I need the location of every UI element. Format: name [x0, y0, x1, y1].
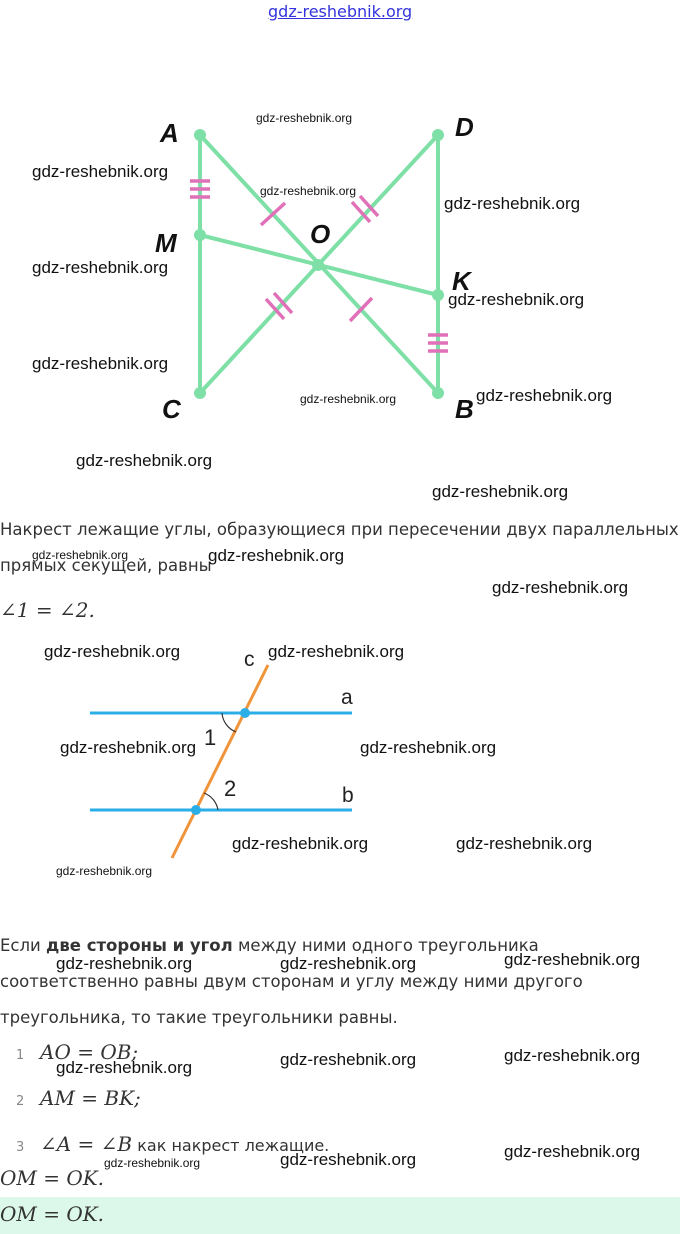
answer-box: OM = OK.	[0, 1197, 680, 1234]
watermark: gdz-reshebnik.org	[300, 392, 397, 406]
intersection-a	[240, 708, 250, 718]
angle-2-arc	[203, 792, 219, 811]
watermark: gdz-reshebnik.org	[504, 950, 641, 969]
watermark: gdz-reshebnik.org	[456, 834, 593, 853]
watermark: gdz-reshebnik.org	[76, 451, 213, 470]
watermark: gdz-reshebnik.org	[432, 482, 569, 501]
point-d	[432, 129, 444, 141]
label-c: c	[244, 648, 255, 671]
step-formula: AO = OB;	[40, 1040, 139, 1064]
label-o: O	[310, 219, 330, 249]
step-number: 2	[16, 1094, 25, 1109]
label-angle-2: 2	[224, 776, 236, 801]
watermark: gdz-reshebnik.org	[268, 642, 405, 661]
watermark: gdz-reshebnik.org	[56, 954, 193, 973]
watermark: gdz-reshebnik.org	[476, 386, 613, 405]
watermark: gdz-reshebnik.org	[232, 834, 369, 853]
watermark: gdz-reshebnik.org	[44, 642, 181, 661]
watermark: gdz-reshebnik.org	[260, 184, 357, 198]
watermark: gdz-reshebnik.org	[32, 548, 129, 562]
label-a: a	[341, 686, 353, 709]
watermark: gdz-reshebnik.org	[280, 1150, 417, 1169]
label-angle-1: 1	[204, 725, 216, 750]
angle-1-arc	[221, 712, 237, 733]
label-k: K	[452, 266, 473, 296]
watermark: gdz-reshebnik.org	[104, 1156, 201, 1170]
watermark: gdz-reshebnik.org	[504, 1142, 641, 1161]
step-formula: ∠A = ∠B	[40, 1132, 133, 1156]
figure-triangles: A D M O K C B	[155, 112, 474, 424]
formula-angles: ∠1 = ∠2.	[0, 598, 95, 622]
watermark: gdz-reshebnik.org	[208, 546, 345, 565]
watermark: gdz-reshebnik.org	[280, 1050, 417, 1069]
label-b: b	[342, 784, 354, 807]
watermark: gdz-reshebnik.org	[360, 738, 497, 757]
step-number: 3	[16, 1140, 25, 1155]
watermark: gdz-reshebnik.org	[32, 354, 169, 373]
point-a	[194, 129, 206, 141]
point-o	[312, 259, 324, 271]
watermark: gdz-reshebnik.org	[32, 162, 169, 181]
label-b: B	[455, 394, 474, 424]
step-formula: AM = BK;	[40, 1086, 141, 1110]
label-m: M	[155, 228, 178, 258]
rule-alternate-angles: Накрест лежащие углы, образующиеся при п…	[0, 520, 679, 575]
rule-suffix: между ними одного треугольника соответст…	[0, 936, 583, 1027]
step-1: 1 AO = OB;	[0, 1040, 138, 1064]
watermark: gdz-reshebnik.org	[256, 111, 353, 125]
point-b	[432, 387, 444, 399]
rule-bold: две стороны и угол	[46, 936, 233, 955]
watermark: gdz-reshebnik.org	[280, 954, 417, 973]
watermark: gdz-reshebnik.org	[56, 864, 153, 878]
secant-c	[170, 664, 270, 859]
conclusion: OM = OK.	[0, 1166, 105, 1190]
watermark: gdz-reshebnik.org	[56, 1058, 193, 1077]
step-2: 2 AM = BK;	[0, 1086, 141, 1110]
label-a: A	[159, 118, 179, 148]
label-c: C	[162, 394, 182, 424]
equal-ticks	[190, 179, 448, 353]
step-number: 1	[16, 1048, 25, 1063]
watermark: gdz-reshebnik.org	[448, 290, 585, 309]
answer: OM = OK.	[0, 1202, 105, 1226]
rule-prefix: Если	[0, 936, 47, 955]
point-k	[432, 289, 444, 301]
watermark: gdz-reshebnik.org	[492, 578, 629, 597]
figure-parallel-lines: c a b 1 2	[90, 648, 354, 859]
step-3: 3 ∠A = ∠B как накрест лежащие.	[0, 1132, 329, 1156]
watermark: gdz-reshebnik.org	[32, 258, 169, 277]
point-m	[194, 229, 206, 241]
step-text: как накрест лежащие.	[132, 1136, 330, 1155]
rule-sas: Если две стороны и угол между ними одног…	[0, 928, 680, 1036]
intersection-b	[191, 805, 201, 815]
watermark: gdz-reshebnik.org	[504, 1046, 641, 1065]
site-link[interactable]: gdz-reshebnik.org	[268, 2, 413, 21]
point-c	[194, 387, 206, 399]
watermark: gdz-reshebnik.org	[444, 194, 581, 213]
watermark: gdz-reshebnik.org	[60, 738, 197, 757]
label-d: D	[455, 112, 474, 142]
